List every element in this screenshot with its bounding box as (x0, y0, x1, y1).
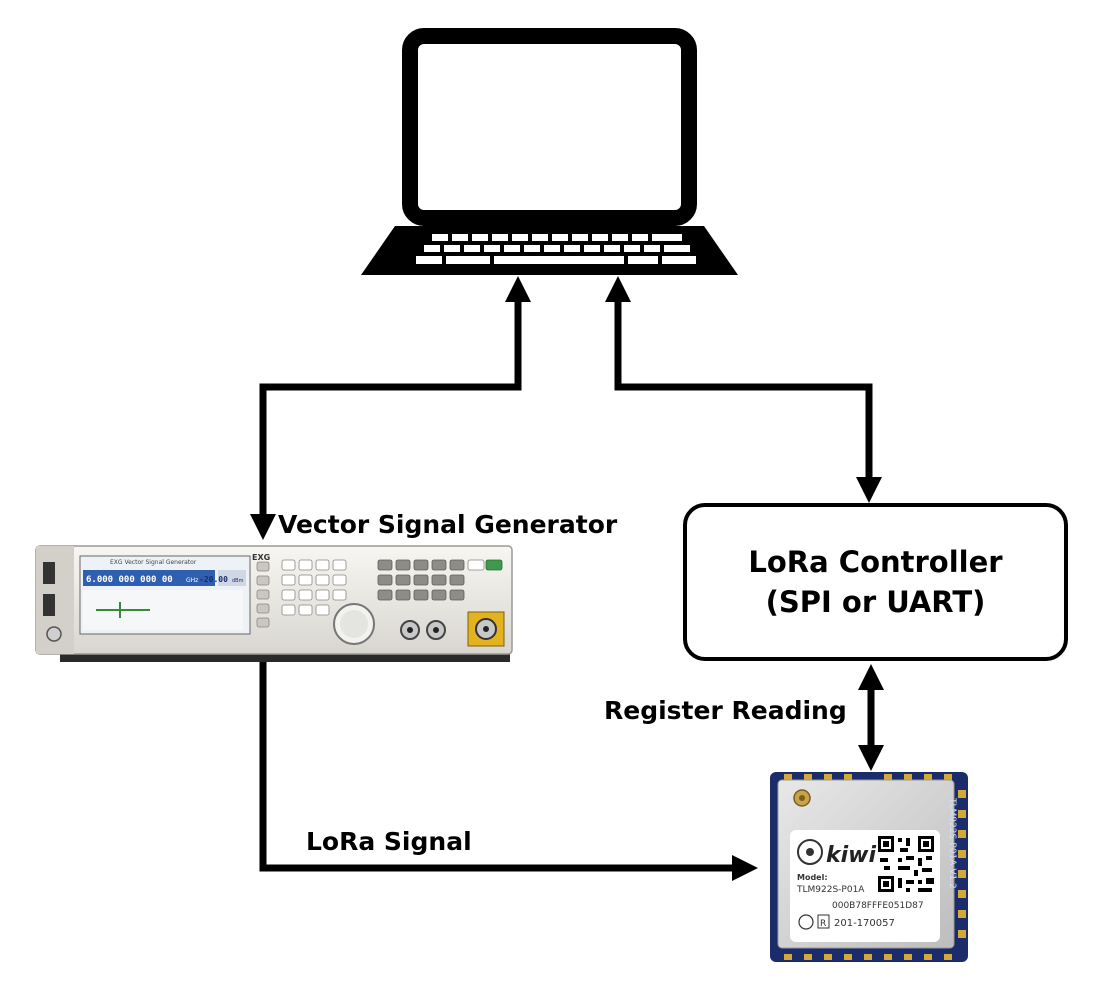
laptop-screen (402, 28, 697, 226)
register-reading-label: Register Reading (604, 696, 847, 725)
connector-laptop-generator (259, 300, 522, 518)
connector-laptop-controller (614, 300, 873, 480)
generator-amplitude-unit: dBm (232, 578, 244, 584)
module-cert-number: 201-170057 (834, 918, 895, 929)
module-model-text: TLM922S-P01A (796, 885, 865, 895)
module-eui-text: 000B78FFFE051D87 (832, 901, 924, 911)
arrowhead-up-controller (858, 664, 884, 690)
generator-frequency-unit: GHz (186, 577, 198, 584)
generator-brand-text: EXG Vector Signal Generator (110, 559, 197, 566)
qr-code-icon (876, 834, 936, 894)
arrowhead-up-laptop-left (505, 276, 531, 302)
arrowhead-right-module (732, 855, 758, 881)
generator-frequency-text: 6.000 000 000 00 (86, 575, 173, 585)
lora-module-image: kiwi Model: TLM922S-P01A 000B78FFFE051D8… (770, 772, 968, 962)
connector-generator-module (259, 662, 734, 872)
module-side-text: TLM922S-P01A V1.2 (947, 797, 957, 889)
laptop-icon (361, 28, 738, 275)
arrowhead-down-generator (250, 514, 276, 540)
module-brand-text: kiwi (826, 843, 876, 868)
arrowhead-down-module (858, 745, 884, 771)
arrowhead-down-controller (856, 477, 882, 503)
lora-signal-label: LoRa Signal (306, 827, 472, 856)
module-cert-mark: R (820, 919, 826, 929)
arrowhead-up-laptop-right (605, 276, 631, 302)
signal-generator-image: EXG Vector Signal Generator 6.000 000 00… (35, 545, 513, 662)
lora-controller-box: LoRa Controller (SPI or UART) (683, 503, 1068, 661)
generator-amplitude-text: -20.00 (199, 575, 228, 584)
laptop-keys (416, 234, 696, 264)
vector-signal-generator-label: Vector Signal Generator (278, 510, 618, 539)
generator-model-text: EXG (252, 553, 270, 562)
lora-controller-interface: (SPI or UART) (765, 585, 986, 619)
lora-controller-title: LoRa Controller (748, 545, 1003, 579)
module-model-caption: Model: (797, 873, 828, 882)
